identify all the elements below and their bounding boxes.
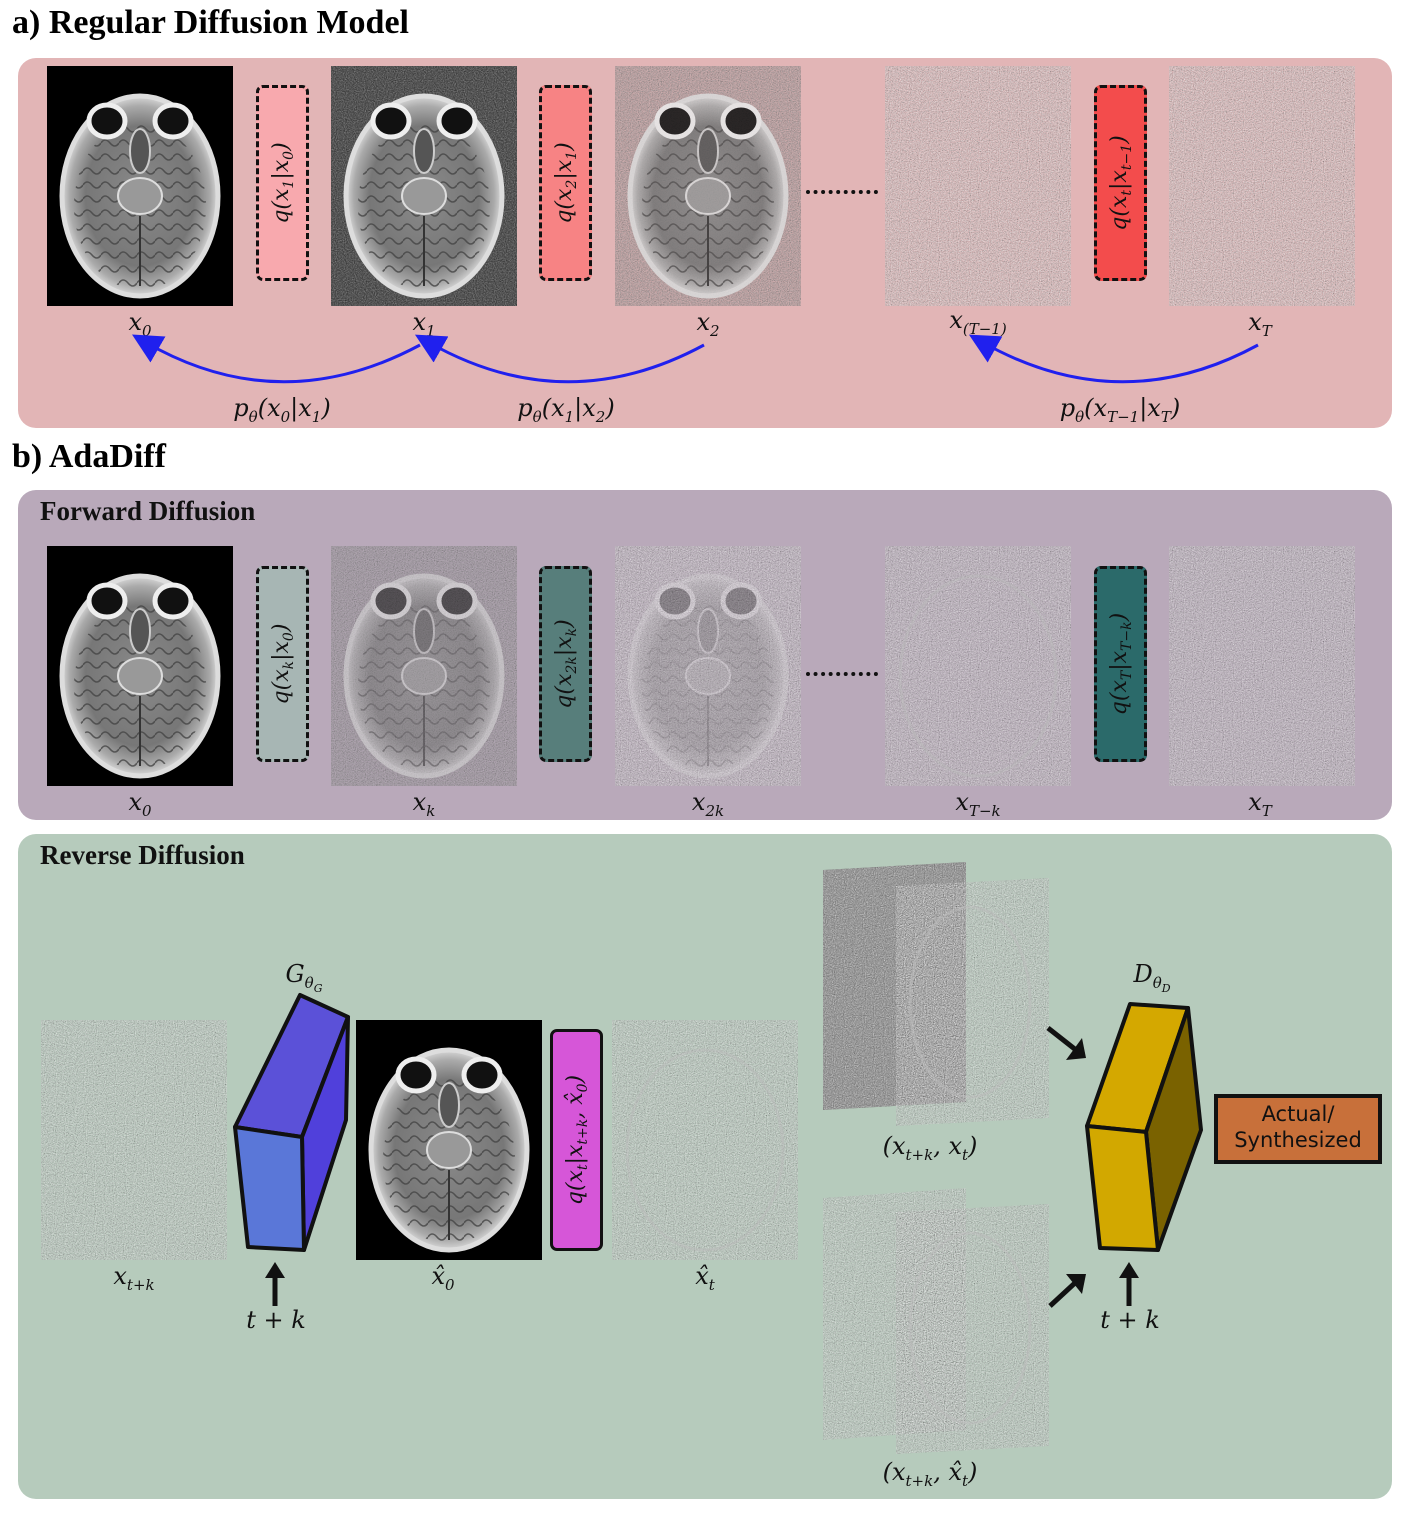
discriminator-block: [1085, 1002, 1203, 1252]
ellipsis-dots-b: [806, 672, 878, 676]
label-xT-b: xT: [1248, 788, 1272, 820]
ellipsis-dots-a: [806, 190, 878, 194]
image-xk-b: [331, 546, 517, 786]
forward-diffusion-title: Forward Diffusion: [40, 496, 256, 526]
image-xT-1-a: [885, 66, 1071, 306]
forward-transition-a-3: q(xt|xt−1): [1094, 85, 1147, 281]
image-x2k-b: [615, 546, 801, 786]
generator-step-arrow: [265, 1262, 285, 1306]
label-xT-1-a: x(T−1): [949, 306, 1007, 338]
reverse-arrows-a: [132, 334, 1259, 384]
forward-transition-b-2: q(x2k|xk): [539, 566, 592, 762]
label-xt+k: xt+k: [113, 1262, 155, 1294]
reverse-label-a-2: pθ(x1|x2): [517, 394, 615, 426]
discriminator-step-arrow: [1119, 1262, 1139, 1306]
image-xT-b: [1169, 546, 1355, 786]
label-xk-b: xk: [412, 788, 436, 820]
real-pair-images: [823, 862, 1049, 1126]
reverse-label-a-3: pθ(xT−1|xT): [1059, 394, 1181, 426]
section-b-title: b) AdaDiff: [12, 438, 166, 475]
label-x2-a: x2: [696, 308, 720, 340]
pair-arrows: [1046, 1026, 1086, 1308]
generator-label: GθG: [285, 960, 323, 995]
image-xT-k-b: [885, 546, 1071, 786]
forward-transition-b-1: q(xk|x0): [256, 566, 309, 762]
output-line-2: Synthesized: [1234, 1128, 1362, 1152]
output-line-1: Actual/: [1261, 1102, 1335, 1126]
generator-block: [233, 993, 350, 1252]
label-x0-b: x0: [128, 788, 152, 820]
label-x1-a: x1: [412, 308, 436, 340]
image-xt-hat: [612, 1020, 798, 1260]
posterior-transition: q(xt|xt+k, x̂0): [550, 1029, 603, 1251]
label-x0-hat: x̂0: [431, 1262, 455, 1294]
label-x2k-b: x2k: [691, 788, 725, 820]
fake-pair-images: [823, 1188, 1049, 1454]
label-xt-hat: x̂t: [695, 1262, 715, 1294]
discriminator-step-label: t + k: [1100, 1306, 1160, 1334]
image-x2-a: [615, 66, 801, 306]
image-xt+k: [41, 1020, 227, 1260]
forward-transition-a-1: q(x1|x0): [256, 85, 309, 281]
output-decision-box: Actual/ Synthesized: [1214, 1094, 1382, 1164]
image-xT-a: [1169, 66, 1355, 306]
generator-step-label: t + k: [246, 1306, 306, 1334]
label-x0-a: x0: [128, 308, 152, 340]
forward-transition-b-3: q(xT|xT−k): [1094, 566, 1147, 762]
label-xT-k-b: xT−k: [955, 788, 1001, 820]
image-x1-a: [331, 66, 517, 306]
fake-pair-label: (xt+k, x̂t): [882, 1458, 978, 1490]
section-a-title: a) Regular Diffusion Model: [12, 4, 409, 41]
forward-transition-a-2: q(x2|x1): [539, 85, 592, 281]
discriminator-label: DθD: [1133, 960, 1171, 995]
image-x0-a: [47, 66, 233, 306]
image-x0-hat: [356, 1020, 542, 1260]
real-pair-label: (xt+k, xt): [882, 1132, 978, 1164]
label-xT-a: xT: [1248, 308, 1272, 340]
reverse-label-a-1: pθ(x0|x1): [233, 394, 331, 426]
reverse-diffusion-title: Reverse Diffusion: [40, 840, 245, 870]
image-x0-b: [47, 546, 233, 786]
